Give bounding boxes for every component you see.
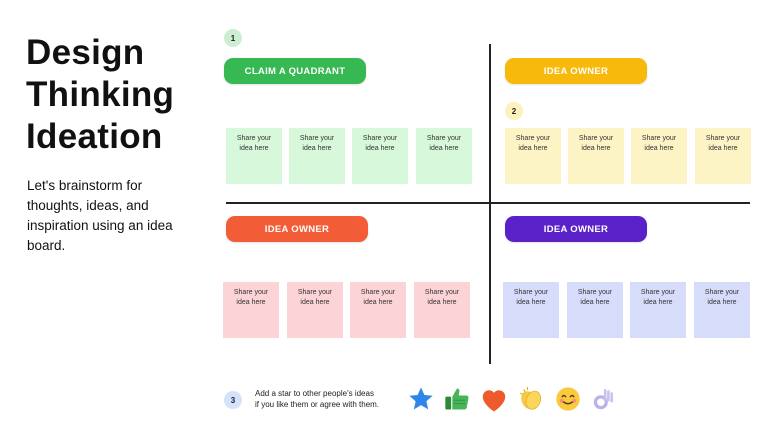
star-icon[interactable] bbox=[406, 384, 436, 414]
horizontal-divider bbox=[226, 202, 750, 204]
title-line-1: Design bbox=[26, 33, 145, 72]
step-badge-3: 3 bbox=[224, 391, 242, 409]
footer-line-2: if you like them or agree with them. bbox=[255, 400, 380, 409]
thumbs-up-icon[interactable] bbox=[442, 384, 472, 414]
ok-hand-icon[interactable] bbox=[588, 384, 618, 414]
page-subtitle: Let's brainstorm for thoughts, ideas, an… bbox=[27, 178, 173, 253]
idea-owner-button-top-right[interactable]: IDEA OWNER bbox=[505, 58, 647, 84]
idea-owner-button-bottom-left[interactable]: IDEA OWNER bbox=[226, 216, 368, 242]
step-badge-1: 1 bbox=[224, 29, 242, 47]
page-title: Design Thinking Ideation bbox=[26, 32, 206, 158]
title-line-3: Ideation bbox=[26, 117, 163, 156]
footer-line-1: Add a star to other people's ideas bbox=[255, 389, 374, 398]
heart-icon[interactable] bbox=[479, 384, 509, 414]
clapping-hands-icon[interactable] bbox=[516, 384, 546, 414]
claim-quadrant-button[interactable]: CLAIM A QUADRANT bbox=[224, 58, 366, 84]
vertical-divider bbox=[489, 44, 491, 364]
idea-owner-button-bottom-right[interactable]: IDEA OWNER bbox=[505, 216, 647, 242]
smiling-face-icon[interactable] bbox=[553, 384, 583, 414]
title-line-2: Thinking bbox=[26, 75, 175, 114]
step-badge-2: 2 bbox=[505, 102, 523, 120]
footer-instructions: Add a star to other people's ideas if yo… bbox=[255, 388, 405, 410]
